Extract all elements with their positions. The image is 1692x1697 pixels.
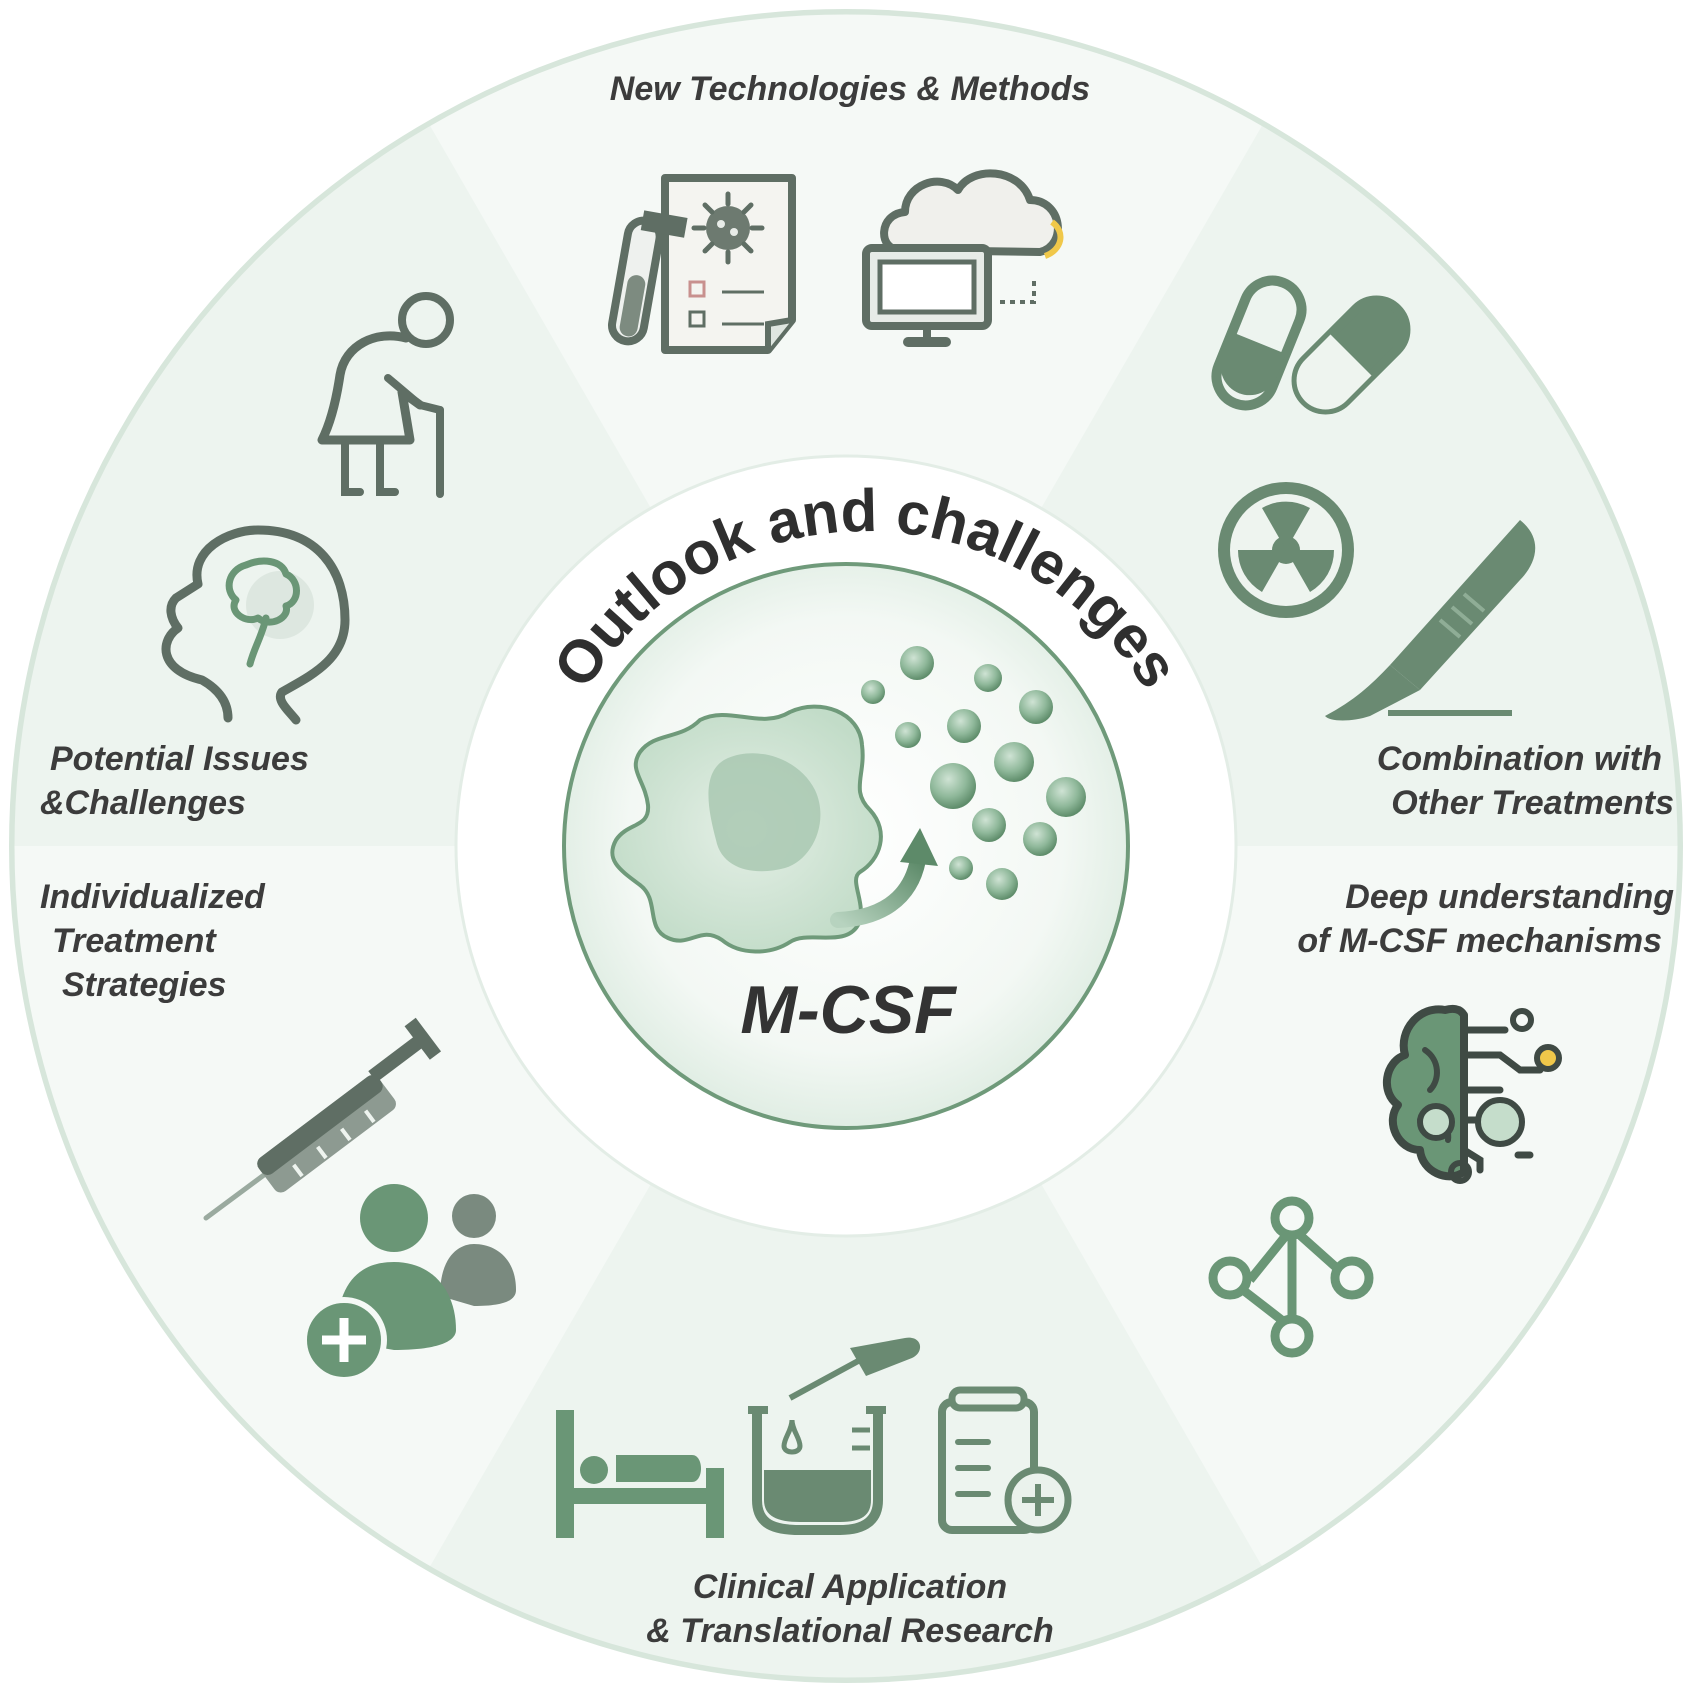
patient-group-icon <box>301 1184 516 1383</box>
label-individualized-line3: Strategies <box>62 966 226 1004</box>
label-combination-line2: Other Treatments <box>1391 784 1674 822</box>
capsules-icon <box>1211 275 1411 415</box>
elderly-person-icon <box>317 292 454 498</box>
medical-record-icon <box>938 1386 1072 1534</box>
label-individualized-line1: Individualized <box>40 878 266 916</box>
label-deep-understanding-line1: Deep understanding <box>1345 878 1674 916</box>
label-individualized-line2: Treatment <box>52 922 217 960</box>
beaker-dropper-icon <box>748 1337 921 1535</box>
hospital-bed-icon <box>556 1410 724 1538</box>
syringe-icon <box>203 1017 442 1221</box>
scalpel-icon <box>1325 520 1536 721</box>
test-report-icon <box>608 174 796 354</box>
label-deep-understanding-line2: of M-CSF mechanisms <box>1297 922 1662 960</box>
macrophage-icon <box>610 704 938 954</box>
label-combination-line1: Combination with <box>1377 740 1662 778</box>
label-new-technologies: New Technologies & Methods <box>610 70 1090 108</box>
secreted-particles <box>861 646 1086 900</box>
label-potential-issues-line1: Potential Issues <box>50 740 309 778</box>
head-brain-icon <box>161 525 350 725</box>
label-clinical-line1: Clinical Application <box>693 1568 1007 1606</box>
radiation-icon <box>1218 482 1354 618</box>
brain-circuit-icon <box>1382 1004 1562 1184</box>
cloud-computer-icon <box>862 169 1064 347</box>
network-nodes-icon <box>1208 1196 1374 1358</box>
label-potential-issues-line2: &Challenges <box>40 784 246 822</box>
label-clinical-line2: & Translational Research <box>646 1612 1054 1650</box>
center-label: M-CSF <box>740 972 957 1048</box>
